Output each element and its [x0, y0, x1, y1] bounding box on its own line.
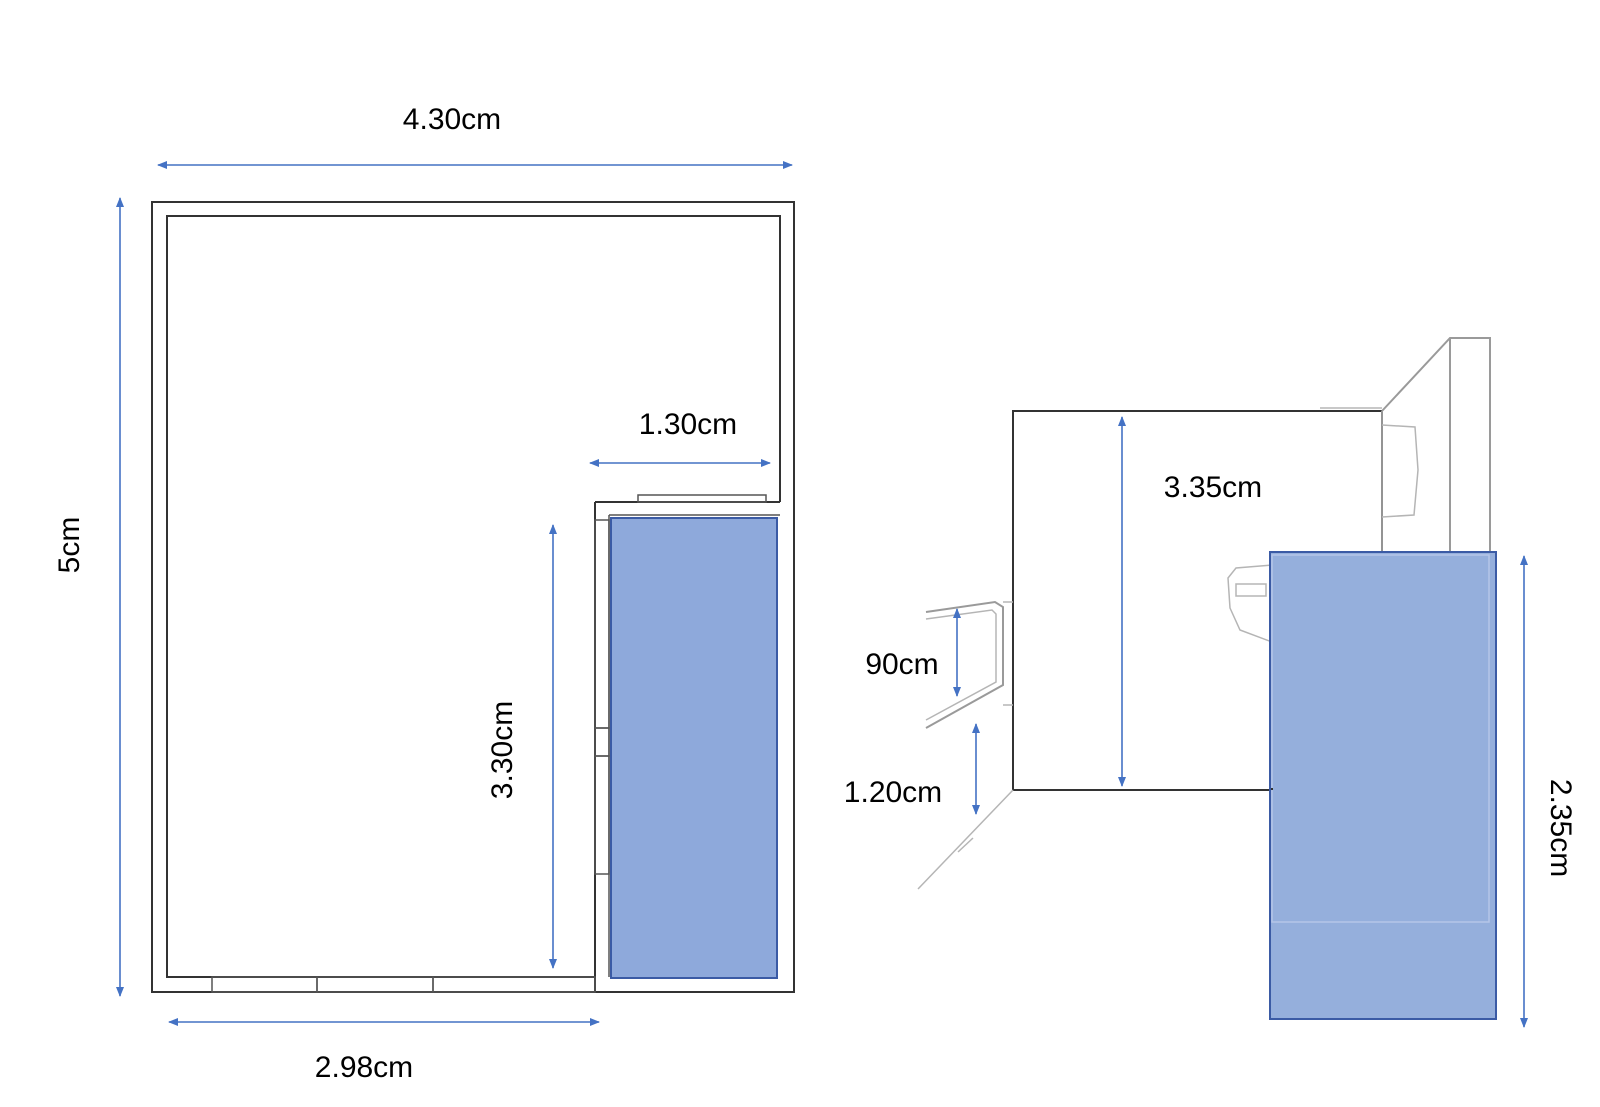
window-frame-outer: [925, 600, 1004, 729]
label-total-width: 4.30cm: [403, 103, 501, 136]
alcove-door-joint: [594, 727, 610, 757]
label-sill-height: 1.20cm: [844, 776, 942, 809]
front-door-middle-panel: [316, 976, 434, 993]
side-fixture-bracket: [1235, 583, 1267, 597]
label-window-height: 90cm: [865, 648, 938, 681]
plan-windows-and-doors: [211, 494, 767, 993]
side-wall-fixture: [1381, 424, 1419, 518]
front-door-left-panel: [211, 976, 318, 993]
front-door-right-panel: [432, 976, 596, 993]
elevation-window: [925, 600, 1013, 729]
floor-perspective-line: [917, 789, 1014, 890]
label-total-depth: 5cm: [53, 517, 86, 574]
plan-dimension-labels: 4.30cm 5cm 2.98cm 1.30cm 3.30cm: [53, 103, 737, 1084]
window-frame-inner: [925, 609, 997, 721]
elevation-highlight-block: [1269, 551, 1497, 1020]
plan-dimension-lines: [116, 161, 793, 1026]
elevation-side-structure: [1320, 337, 1491, 552]
elevation-view: 3.35cm 90cm 1.20cm 2.35cm: [844, 337, 1577, 1028]
elevation-block-inner-edge: [1271, 554, 1490, 923]
label-wall-height: 3.35cm: [1164, 471, 1262, 504]
elevation-dimension-lines: [953, 416, 1528, 1028]
label-front-width: 2.98cm: [315, 1051, 413, 1084]
plan-view: 4.30cm 5cm 2.98cm 1.30cm 3.30cm: [53, 103, 795, 1084]
elevation-dimension-labels: 3.35cm 90cm 1.20cm 2.35cm: [844, 471, 1577, 877]
side-wall-top-perspective: [1381, 337, 1491, 552]
side-fixture-outline: [1227, 564, 1273, 643]
label-block-height: 2.35cm: [1544, 779, 1577, 877]
elevation-side-fixture: [1227, 564, 1273, 643]
label-alcove-depth: 3.30cm: [486, 701, 519, 799]
plan-highlight-block: [610, 517, 778, 979]
alcove-window: [637, 494, 767, 503]
label-alcove-width: 1.30cm: [639, 408, 737, 441]
floor-perspective-mark: [957, 837, 974, 853]
alcove-door-upper-panel: [594, 519, 610, 729]
alcove-door-lower-panel: [594, 755, 610, 875]
